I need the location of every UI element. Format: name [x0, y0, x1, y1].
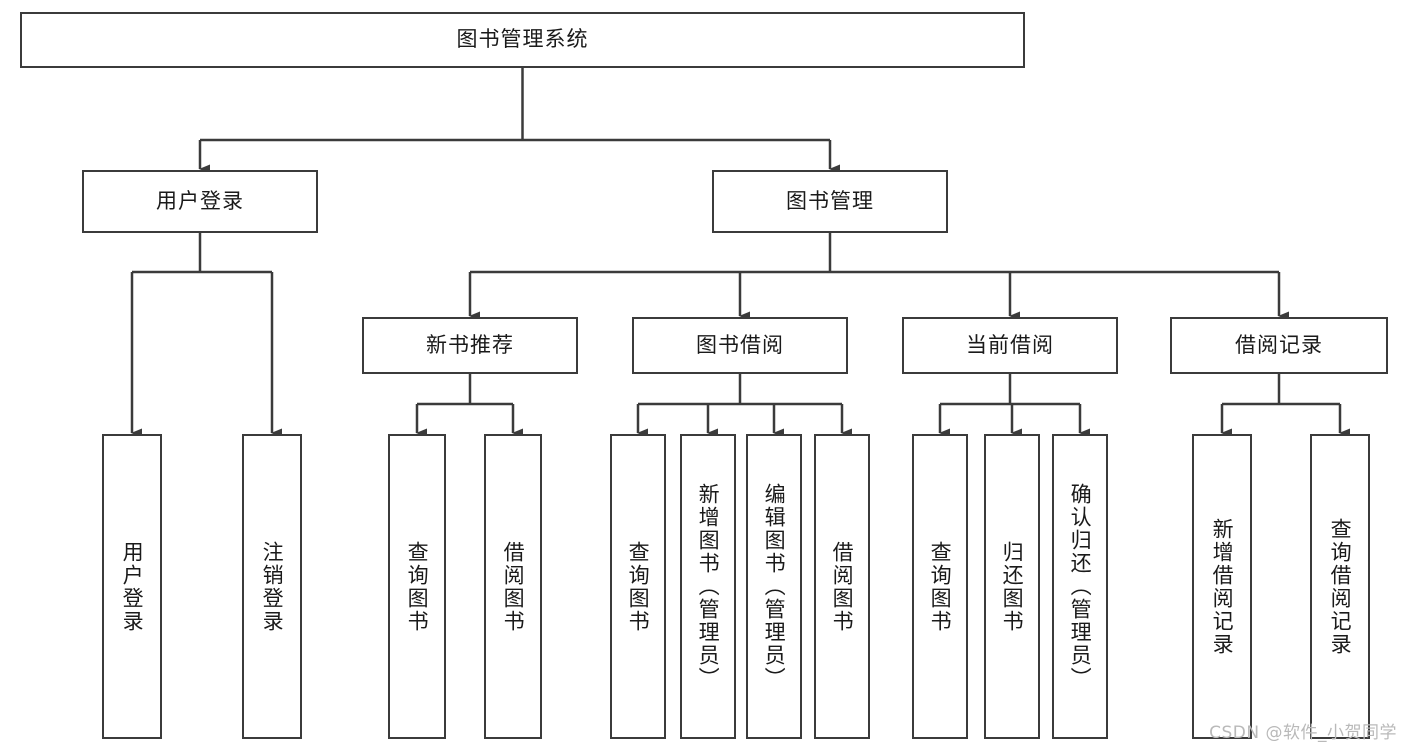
leaf-query-book-recommendation[interactable]: 查询图书	[388, 434, 446, 739]
watermark-text: CSDN @软件_小贺同学	[1209, 723, 1397, 743]
node-current-borrow[interactable]: 当前借阅	[902, 317, 1118, 374]
leaf-query-book-current[interactable]: 查询图书	[912, 434, 968, 739]
node-label: 确认归还（管理员）	[1068, 483, 1093, 690]
node-label: 新增借阅记录	[1210, 517, 1235, 656]
node-user-login[interactable]: 用户登录	[82, 170, 318, 233]
node-label: 当前借阅	[966, 332, 1054, 357]
leaf-add-borrow-record[interactable]: 新增借阅记录	[1192, 434, 1252, 739]
node-label: 归还图书	[1000, 540, 1025, 633]
node-new-book-recommendation[interactable]: 新书推荐	[362, 317, 578, 374]
node-label: 图书管理系统	[456, 27, 589, 52]
node-label: 借阅记录	[1235, 332, 1323, 357]
leaf-logout[interactable]: 注销登录	[242, 434, 302, 739]
leaf-borrow-book-recommendation[interactable]: 借阅图书	[484, 434, 542, 739]
leaf-add-book-admin[interactable]: 新增图书（管理员）	[680, 434, 736, 739]
node-root[interactable]: 图书管理系统	[20, 12, 1025, 68]
node-label: 编辑图书（管理员）	[762, 483, 787, 690]
node-label: 查询图书	[626, 540, 651, 633]
node-borrow-record[interactable]: 借阅记录	[1170, 317, 1388, 374]
node-label: 新增图书（管理员）	[696, 483, 721, 690]
node-label: 用户登录	[120, 540, 145, 633]
node-label: 查询图书	[405, 540, 430, 633]
leaf-query-book-borrow[interactable]: 查询图书	[610, 434, 666, 739]
node-label: 借阅图书	[830, 540, 855, 633]
leaf-user-login[interactable]: 用户登录	[102, 434, 162, 739]
node-label: 新书推荐	[426, 332, 514, 357]
node-label: 借阅图书	[501, 540, 526, 633]
leaf-confirm-return-admin[interactable]: 确认归还（管理员）	[1052, 434, 1108, 739]
leaf-borrow-book[interactable]: 借阅图书	[814, 434, 870, 739]
node-label: 图书管理	[786, 188, 874, 213]
node-label: 用户登录	[156, 188, 244, 213]
leaf-query-borrow-record[interactable]: 查询借阅记录	[1310, 434, 1370, 739]
node-label: 查询图书	[928, 540, 953, 633]
leaf-edit-book-admin[interactable]: 编辑图书（管理员）	[746, 434, 802, 739]
leaf-return-book[interactable]: 归还图书	[984, 434, 1040, 739]
node-label: 注销登录	[260, 540, 285, 633]
node-label: 图书借阅	[696, 332, 784, 357]
node-book-management[interactable]: 图书管理	[712, 170, 948, 233]
node-label: 查询借阅记录	[1328, 517, 1353, 656]
node-book-borrow[interactable]: 图书借阅	[632, 317, 848, 374]
